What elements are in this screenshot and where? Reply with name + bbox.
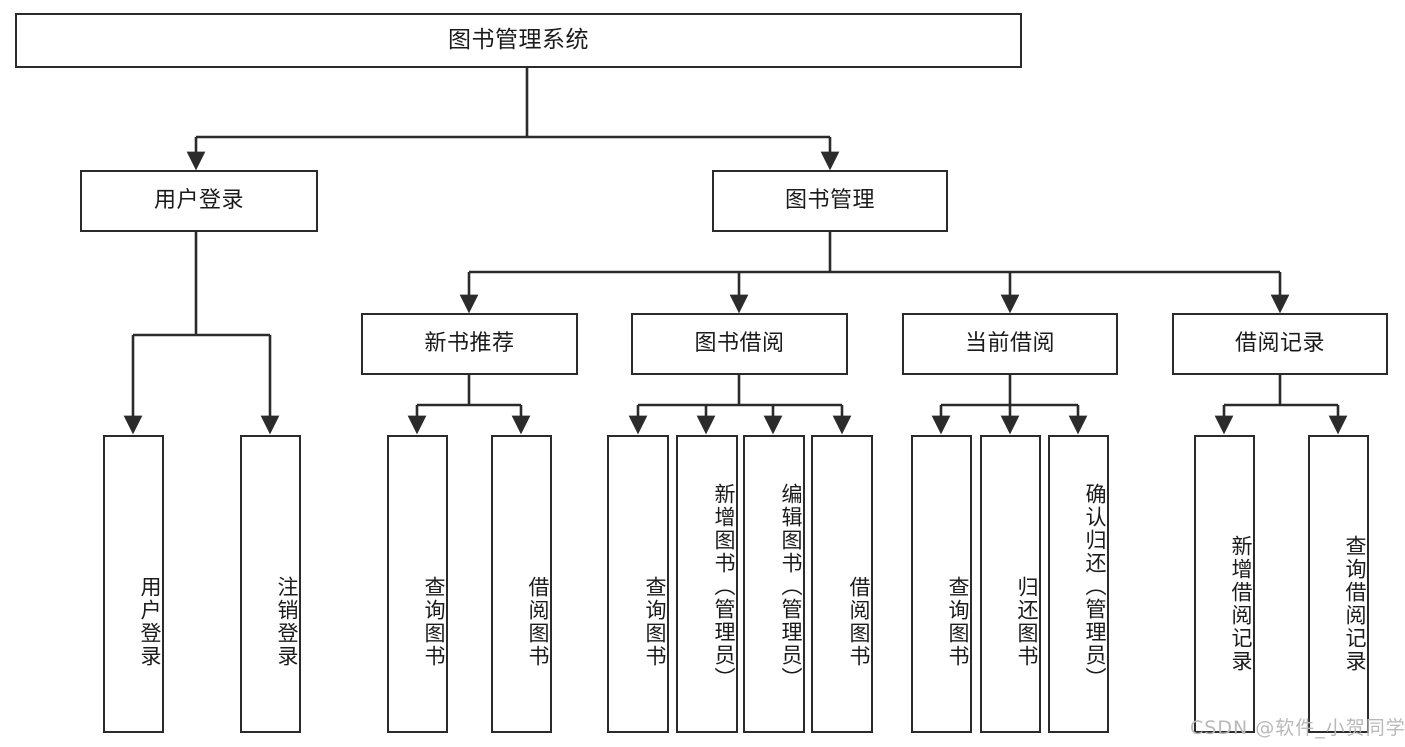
leaf-user-logout[interactable]: 注销登录 <box>240 435 301 733</box>
leaf-borrow-book-recommend[interactable]: 借阅图书 <box>491 435 552 733</box>
leaf-add-borrow-record[interactable]: 新增借阅记录 <box>1194 435 1255 733</box>
node-label: 图书管理系统 <box>448 26 589 53</box>
leaf-borrow-book[interactable]: 借阅图书 <box>811 435 873 733</box>
leaf-confirm-return-admin[interactable]: 确认归还（管理员） <box>1048 435 1109 733</box>
node-label: 查询借阅记录 <box>1343 535 1367 673</box>
node-label: 借阅记录 <box>1234 330 1325 356</box>
leaf-add-book-admin[interactable]: 新增图书（管理员） <box>676 435 738 733</box>
node-root-system[interactable]: 图书管理系统 <box>15 13 1022 68</box>
node-label: 新增图书（管理员） <box>712 482 736 690</box>
watermark-text: CSDN @软件_小贺同学 <box>1190 717 1405 739</box>
node-label: 确认归还（管理员） <box>1083 482 1107 690</box>
node-label: 新书推荐 <box>424 330 515 356</box>
node-label: 编辑图书（管理员） <box>779 482 803 690</box>
node-label: 用户登录 <box>153 187 244 213</box>
leaf-query-borrow-record[interactable]: 查询借阅记录 <box>1308 435 1369 733</box>
node-label: 查询图书 <box>422 576 446 668</box>
leaf-user-login[interactable]: 用户登录 <box>103 435 164 733</box>
leaf-edit-book-admin[interactable]: 编辑图书（管理员） <box>743 435 805 733</box>
node-label: 注销登录 <box>275 576 299 668</box>
node-label: 新增借阅记录 <box>1229 535 1253 673</box>
node-label: 归还图书 <box>1015 576 1039 668</box>
leaf-query-book-current[interactable]: 查询图书 <box>911 435 972 733</box>
node-label: 图书管理 <box>784 187 875 213</box>
node-book-borrow[interactable]: 图书借阅 <box>631 313 848 375</box>
leaf-return-book[interactable]: 归还图书 <box>980 435 1041 733</box>
node-label: 查询图书 <box>643 576 667 668</box>
node-label: 用户登录 <box>138 576 162 668</box>
node-label: 借阅图书 <box>526 576 550 668</box>
node-label: 查询图书 <box>946 576 970 668</box>
node-new-book-recommend[interactable]: 新书推荐 <box>361 313 578 375</box>
node-book-management[interactable]: 图书管理 <box>712 170 948 232</box>
leaf-query-book-borrow[interactable]: 查询图书 <box>607 435 669 733</box>
node-label: 借阅图书 <box>847 576 871 668</box>
leaf-query-book-recommend[interactable]: 查询图书 <box>387 435 448 733</box>
node-label: 当前借阅 <box>964 330 1055 356</box>
node-borrow-record[interactable]: 借阅记录 <box>1172 313 1388 375</box>
node-label: 图书借阅 <box>694 330 785 356</box>
node-user-login[interactable]: 用户登录 <box>80 170 318 232</box>
node-current-borrow[interactable]: 当前借阅 <box>902 313 1118 375</box>
